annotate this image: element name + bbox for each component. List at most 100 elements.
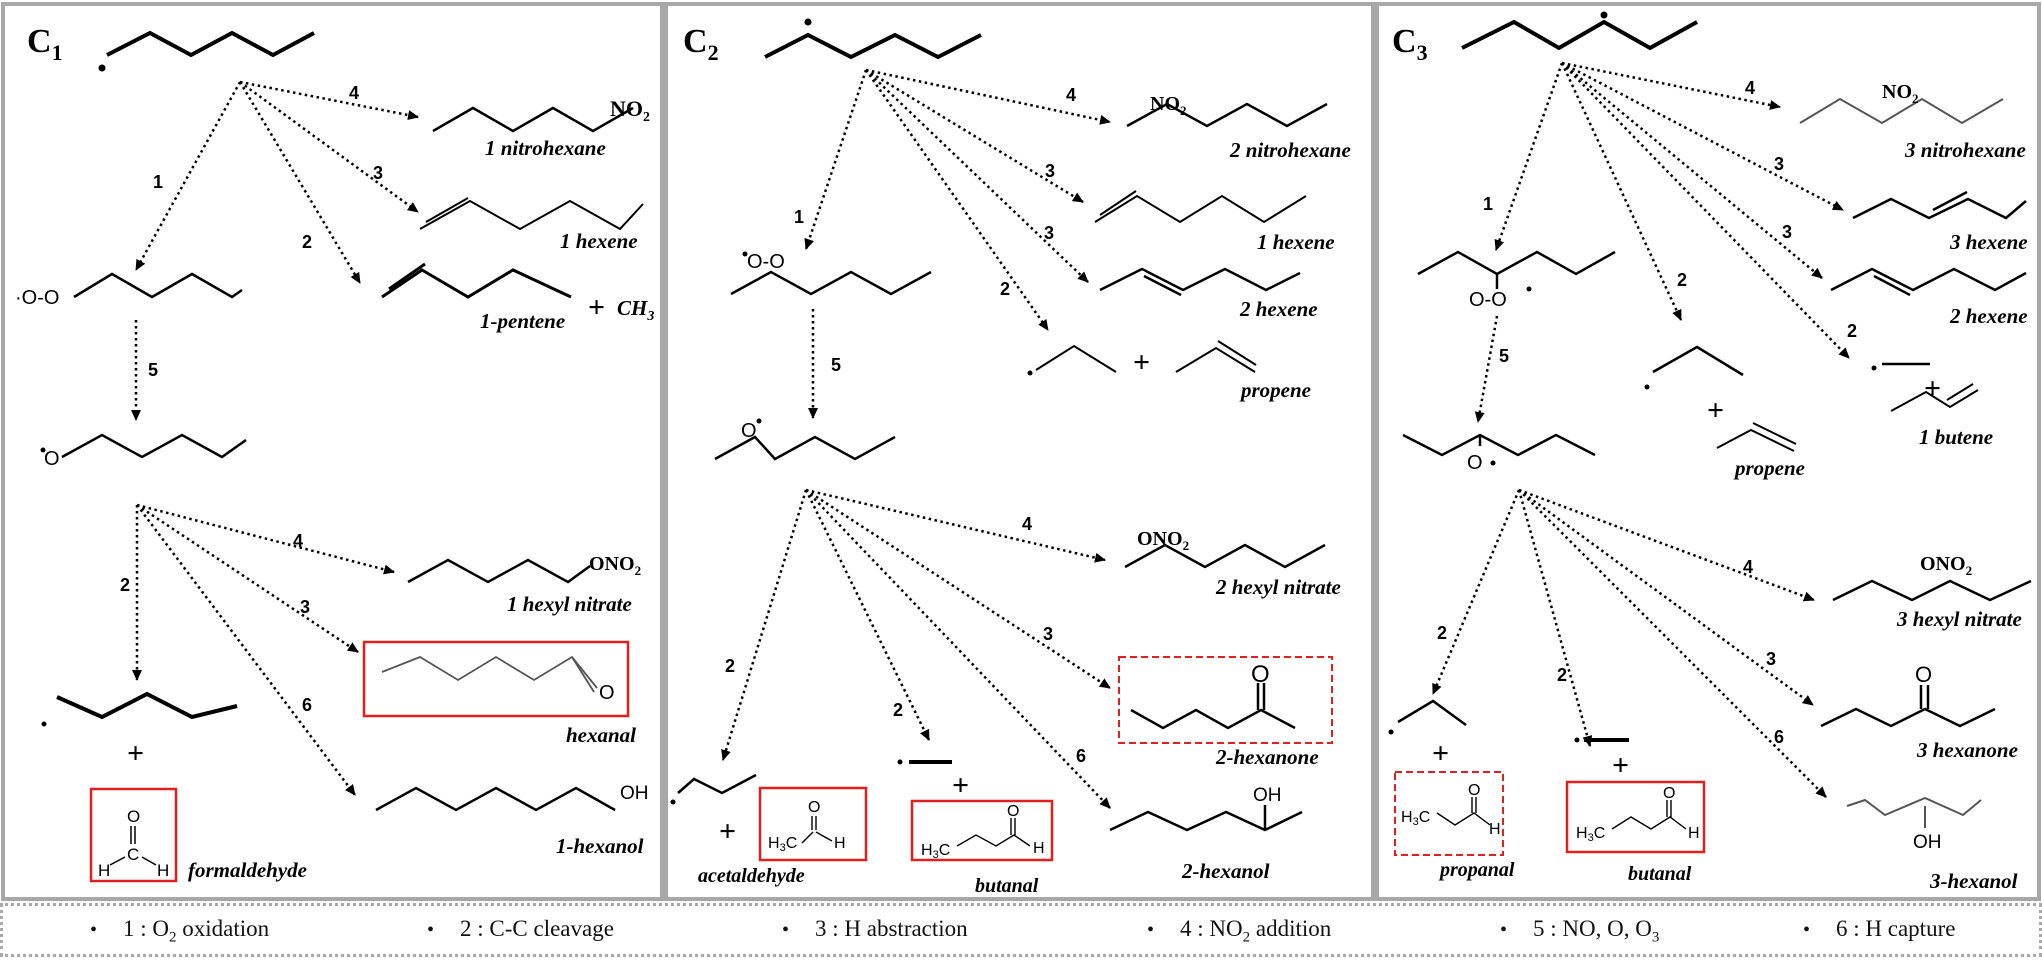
pentene-chain xyxy=(381,268,572,299)
radical-dot xyxy=(670,799,676,805)
product-label: 1 hexene xyxy=(560,229,638,253)
hexanol-chain xyxy=(1846,796,1982,817)
arrow-2 xyxy=(721,489,808,761)
hexene-chain xyxy=(419,199,644,231)
product-label: 2 nitrohexane xyxy=(1229,138,1351,162)
arrow-label: 2 xyxy=(725,656,735,676)
double-bond xyxy=(1932,190,1968,212)
no2-group: NO2 xyxy=(610,96,650,125)
product-label: propanal xyxy=(1438,859,1515,881)
hexene-chain xyxy=(1094,194,1307,224)
panel-c2: C2 4 3 3 2 1 NO2 2 nitrohexane 1 hexene xyxy=(670,18,1351,897)
product-label: 3-hexanol xyxy=(1929,869,2018,893)
radical-dot xyxy=(742,251,748,257)
radical-dot xyxy=(756,418,762,424)
product-label: 1 butene xyxy=(1919,425,1993,449)
double-bond xyxy=(1946,383,1974,401)
hexyl-radical-chain xyxy=(764,32,982,60)
alkoxy-radical-label: O xyxy=(44,448,60,470)
arrow-6 xyxy=(805,489,1111,809)
arrow-label: 3 xyxy=(1766,649,1776,669)
legend-item: •6 : H capture xyxy=(1803,916,1956,941)
arrow-label: 4 xyxy=(349,83,359,103)
arrow-3 xyxy=(1518,488,1814,707)
hexyl-nitrate-chain xyxy=(1832,579,2032,602)
carbonyl-bond xyxy=(571,656,595,693)
arrow-label: 5 xyxy=(831,355,841,375)
hexyl-nitrate-chain xyxy=(1124,543,1326,569)
arrow-2 xyxy=(1517,489,1593,747)
legend-item: •3 : H abstraction xyxy=(782,916,968,941)
arrow-3 xyxy=(1561,62,1823,279)
arrow-6 xyxy=(136,504,356,796)
svg-text:H3C: H3C xyxy=(1401,809,1430,828)
alkoxy-radical-label: O xyxy=(1467,452,1483,474)
product-label: propene xyxy=(1733,456,1805,480)
svg-text:H: H xyxy=(1033,840,1045,857)
hexanol-chain xyxy=(1109,810,1303,832)
double-bond xyxy=(425,197,469,223)
arrow-4 xyxy=(136,503,395,575)
peroxy-radical-label: O-O xyxy=(1469,289,1507,311)
panel-frame-c1 xyxy=(1,2,664,901)
arrow-4 xyxy=(805,488,1106,563)
arrow-4 xyxy=(239,80,419,120)
arrow-1 xyxy=(804,69,868,250)
plus-sign: + xyxy=(1924,372,1941,405)
radical-dot xyxy=(1388,729,1394,735)
radical-dot xyxy=(1574,737,1580,743)
svg-text:H: H xyxy=(157,861,169,880)
arrow-2 xyxy=(238,81,362,284)
arrow-4 xyxy=(1518,488,1815,602)
oh-group: OH xyxy=(620,783,649,804)
product-label: 2 hexyl nitrate xyxy=(1215,575,1341,599)
arrow-1 xyxy=(134,81,242,271)
radical-dot xyxy=(40,447,46,453)
oh-group: OH xyxy=(1913,832,1942,853)
highlight-box xyxy=(89,787,178,883)
arrow-label: 4 xyxy=(293,531,303,551)
radical-dot xyxy=(41,721,47,727)
arrow-label: 6 xyxy=(302,695,312,715)
hexyl-radical-chain xyxy=(106,30,315,58)
radical-dot xyxy=(98,64,106,72)
svg-text:H3C: H3C xyxy=(1576,825,1605,844)
carbonyl-o: O xyxy=(599,682,615,704)
arrow-label: 1 xyxy=(794,207,804,227)
product-label: 1 nitrohexane xyxy=(485,136,606,160)
highlight-box-dashed xyxy=(1394,771,1504,856)
svg-text:H: H xyxy=(834,835,846,852)
highlight-box xyxy=(758,786,868,862)
plus-sign: + xyxy=(719,815,736,848)
panel-title: C1 xyxy=(27,23,63,65)
panel-frame-c3 xyxy=(1375,2,2041,901)
hexyl-radical-chain xyxy=(1461,19,1698,51)
peroxy-radical-label: O-O xyxy=(747,251,785,273)
arrow-label: 6 xyxy=(1774,727,1784,747)
pentyl-radical-chain xyxy=(56,691,238,720)
arrow-1 xyxy=(1494,62,1564,251)
radical-dot xyxy=(1027,370,1033,376)
nitrohexane-chain xyxy=(432,106,634,133)
plus-sign: + xyxy=(588,291,605,324)
svg-text:C: C xyxy=(127,845,139,864)
arrow-6 xyxy=(1518,489,1827,798)
arrow-label: 4 xyxy=(1745,78,1755,98)
product-label: 2-hexanol xyxy=(1181,859,1270,883)
svg-text:H3C: H3C xyxy=(921,842,950,861)
arrow-3 xyxy=(239,80,419,214)
product-label: butanal xyxy=(975,875,1039,897)
hexanone-chain xyxy=(1130,708,1296,730)
radical-dot xyxy=(897,759,903,765)
product-label: 2-hexanone xyxy=(1215,745,1319,769)
arrow-label: 2 xyxy=(1437,623,1447,643)
radical-dot xyxy=(1490,460,1496,466)
highlight-box-dashed xyxy=(1118,656,1333,744)
alkoxy-chain xyxy=(714,435,896,461)
product-label: 1-hexanol xyxy=(556,834,644,858)
butanal-structure: H3C O H xyxy=(921,803,1045,861)
radical-dot xyxy=(1871,365,1877,371)
double-bond xyxy=(1873,274,1911,297)
arrow-label: 2 xyxy=(1677,270,1687,290)
arrow-label: 2 xyxy=(120,575,130,595)
